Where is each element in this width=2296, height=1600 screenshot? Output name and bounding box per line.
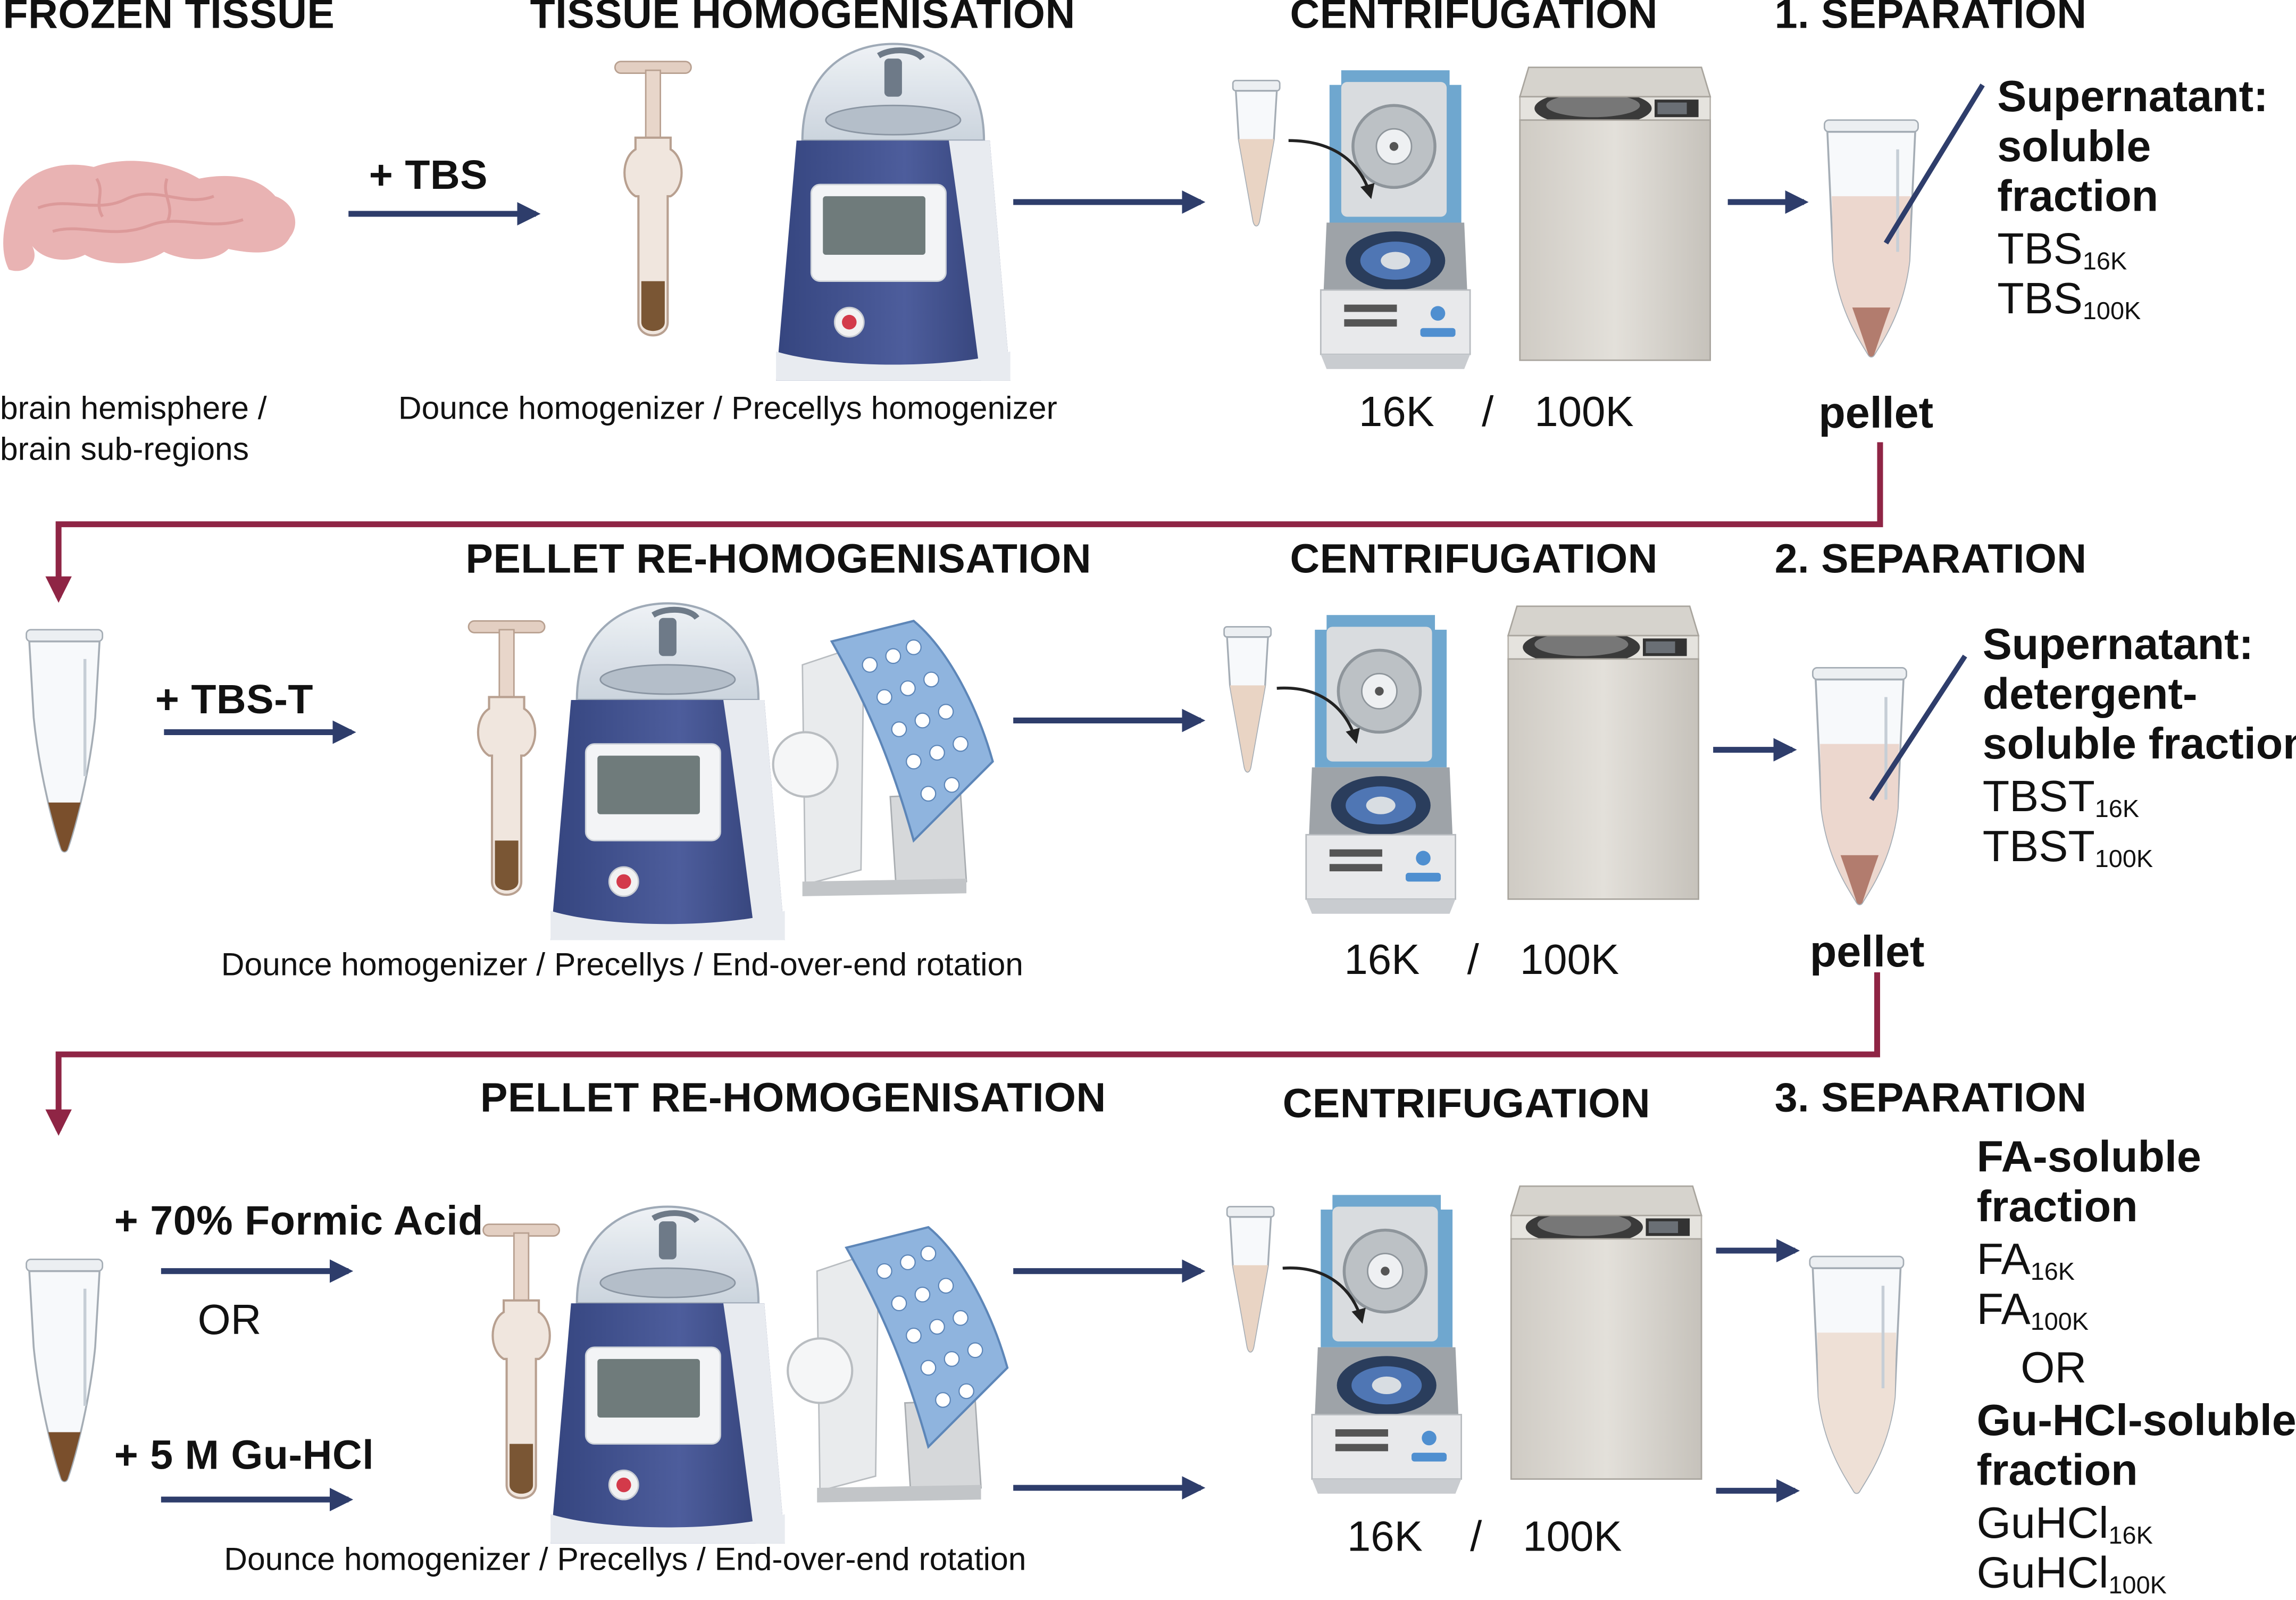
fraction-guhcl16k: GuHCl16K [1976,1499,2153,1549]
fraction-tbst100k: TBST100K [1982,823,2153,873]
heading-separation-3: 3. SEPARATION [1774,1074,2087,1121]
speed-slash-2: / [1467,937,1479,985]
pellet-tube-icon [27,1260,103,1481]
speed-100k-3: 100K [1523,1514,1622,1561]
precellys-homogenizer-icon [550,603,784,940]
arrow-pellet-to-row2 [45,442,1883,603]
centrifuge-icon [1321,70,1470,369]
tissue-label-line2: brain sub-regions [0,430,249,468]
supernatant-2-line2: detergent- [1982,670,2198,719]
microtube-icon [1223,626,1272,773]
reagent-formic-acid: + 70% Formic Acid [114,1198,483,1244]
heading-centrifugation-3: CENTRIFUGATION [1282,1080,1651,1127]
supernatant-2-line1: Supernatant: [1982,621,2254,670]
ultracentrifuge-icon [1519,66,1711,361]
ultracentrifuge-icon [1507,605,1699,900]
speed-slash-1: / [1482,389,1494,437]
dounce-homogenizer-icon [469,621,545,895]
speed-16k-3: 16K [1347,1514,1423,1561]
heading-frozen-tissue: FROZEN TISSUE [3,0,335,37]
centrifuge-icon [1306,615,1456,914]
heading-pellet-rehomogenisation-2: PELLET RE-HOMOGENISATION [465,536,1092,581]
arrow-pellet-to-row3 [45,972,1880,1136]
dounce-homogenizer-icon [483,1224,560,1498]
supernatant-1-line3: fraction [1997,172,2159,221]
pellet-label-1: pellet [1818,389,1934,438]
heading-centrifugation-2: CENTRIFUGATION [1290,536,1658,581]
speed-100k-1: 100K [1534,389,1634,437]
heading-separation-2: 2. SEPARATION [1774,536,2087,581]
speed-slash-3: / [1470,1514,1482,1561]
pellet-tube-icon [27,630,103,852]
heading-pellet-rehomogenisation-3: PELLET RE-HOMOGENISATION [480,1074,1106,1121]
supernatant-1-line2: soluble [1997,123,2151,172]
fa-fraction-line2: fraction [1976,1183,2138,1232]
rotator-icon [788,1227,1007,1503]
supernatant-2-line3: soluble fraction [1982,720,2296,769]
guhcl-fraction-line1: Gu-HCl-soluble [1976,1397,2296,1446]
fraction-tbst16k: TBST16K [1982,773,2140,823]
tissue-label-line1: brain hemisphere / [0,389,267,427]
fraction-fa16k: FA16K [1976,1236,2075,1286]
load-arrow-2 [1276,686,1360,744]
microtube-icon [1226,1205,1275,1353]
reagent-tbs: + TBS [369,152,488,198]
speed-100k-2: 100K [1519,937,1619,985]
heading-centrifugation-1: CENTRIFUGATION [1290,0,1658,37]
reagent-guhcl: + 5 M Gu-HCl [114,1432,374,1478]
brain-icon [3,161,295,271]
centrifuge-icon [1312,1195,1462,1494]
homogenizer-caption-2: Dounce homogenizer / Precellys / End-ove… [221,946,1023,983]
homogenizer-caption-3: Dounce homogenizer / Precellys / End-ove… [224,1540,1026,1578]
fraction-tbs100k: TBS100K [1997,275,2141,326]
fa-fraction-line1: FA-soluble [1976,1133,2201,1182]
pointer-supernatant-2 [1869,654,1967,801]
speed-16k-1: 16K [1358,389,1434,437]
homogenizer-caption-1: Dounce homogenizer / Precellys homogeniz… [398,389,1057,427]
fraction-fa100k: FA100K [1976,1286,2089,1336]
pointer-supernatant-1 [1883,84,1985,245]
precellys-homogenizer-icon [776,44,1010,381]
dounce-homogenizer-icon [615,62,691,336]
load-arrow-3 [1282,1266,1366,1324]
guhcl-fraction-line2: fraction [1976,1447,2138,1495]
or-label-fractions: OR [2021,1344,2087,1393]
fraction-guhcl100k: GuHCl100K [1976,1549,2167,1599]
falcon-tube-icon [1824,120,1918,357]
speed-16k-2: 16K [1344,937,1420,985]
or-label-reagents: OR [197,1297,262,1345]
heading-separation-1: 1. SEPARATION [1774,0,2087,37]
supernatant-1-line1: Supernatant: [1997,73,2268,122]
load-arrow-1 [1288,139,1375,199]
heading-tissue-homogenisation: TISSUE HOMOGENISATION [530,0,1075,37]
precellys-homogenizer-icon [550,1207,784,1544]
microtube-icon [1232,79,1281,227]
falcon-tube-icon [1809,1255,1905,1494]
pellet-label-2: pellet [1809,928,1925,977]
rotator-icon [773,621,993,896]
falcon-tube-icon [1813,668,1906,904]
reagent-tbst: + TBS-T [155,676,314,722]
ultracentrifuge-icon [1510,1185,1702,1480]
fraction-tbs16k: TBS16K [1997,225,2127,276]
